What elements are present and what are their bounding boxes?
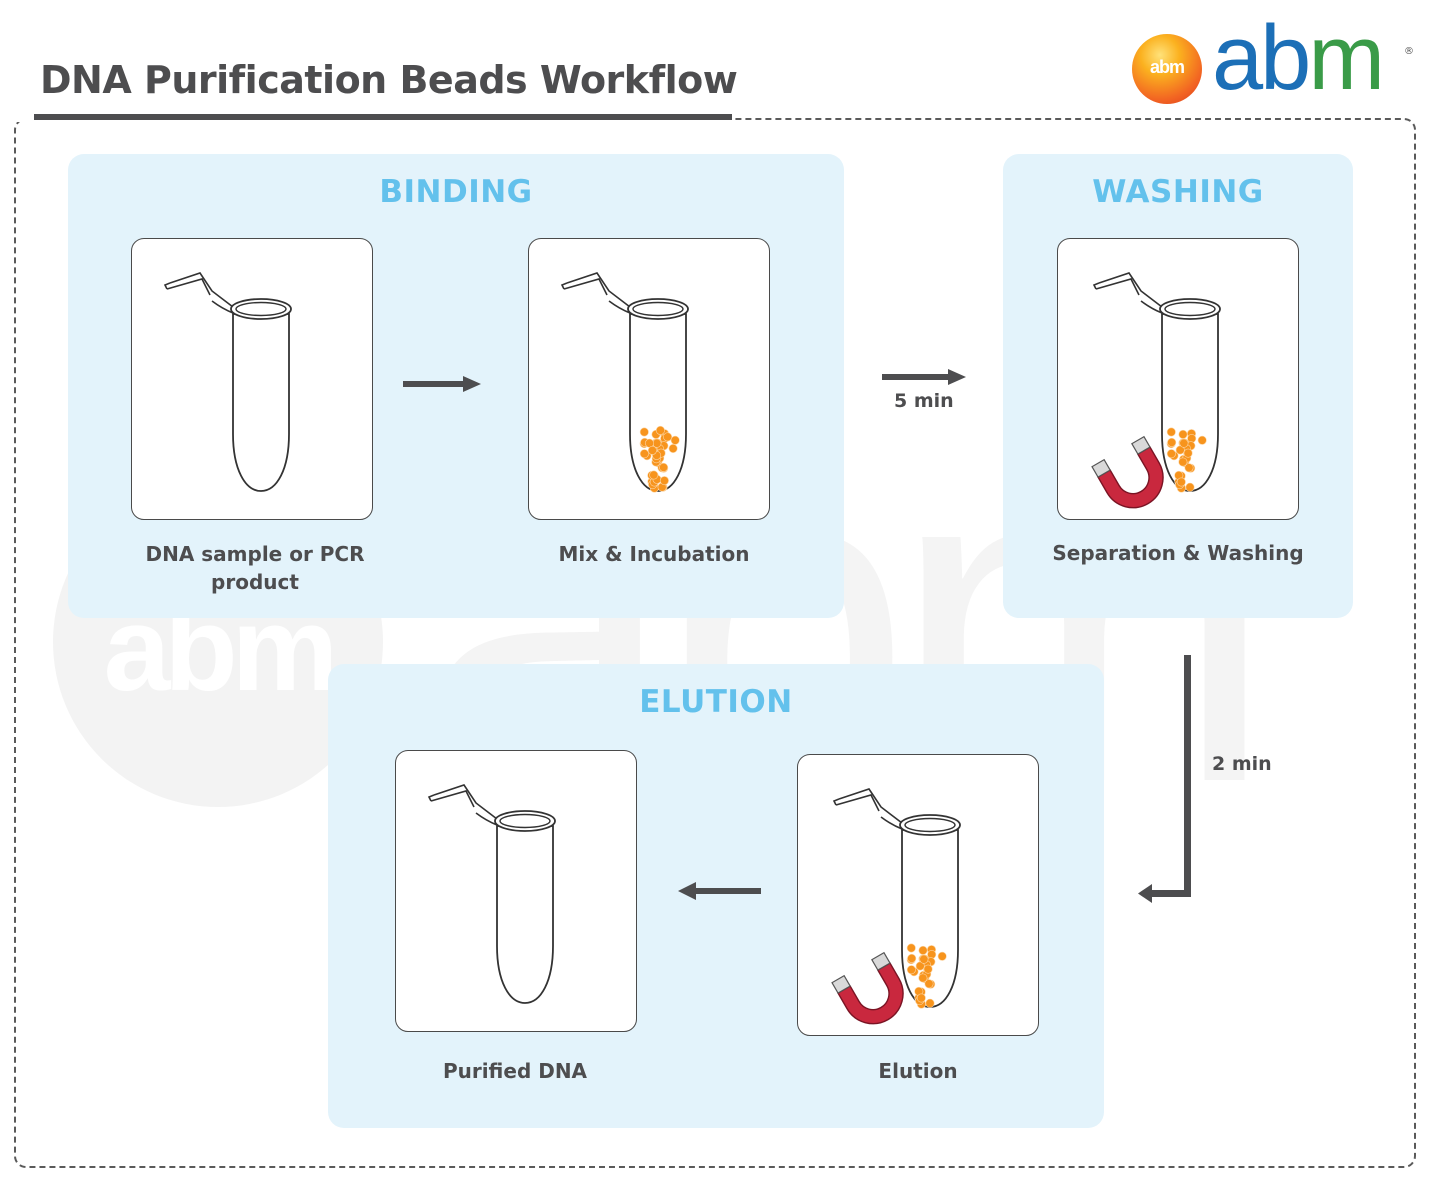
bead-icon [1178,457,1188,467]
title-underline [34,114,732,120]
time-label-5min: 5 min [894,390,954,412]
bead-icon [1167,437,1177,447]
binding-title: BINDING [379,174,533,210]
caption-elution: Elution [878,1059,958,1083]
logo-wordmark: abm [1212,7,1385,109]
tube-icon [560,272,689,493]
bead-icon [649,470,659,480]
elution-title: ELUTION [639,684,793,720]
bead-icon [907,953,917,963]
tube-icon [832,788,961,1009]
bead-icon [1185,482,1195,492]
tube-icon [1092,272,1221,493]
step-card-mix [528,238,770,520]
bead-icon [1166,427,1176,437]
step-card-sample [131,238,373,520]
bead-icon [1197,435,1207,445]
bead-icon [663,432,673,442]
bead-icon [915,961,925,971]
bead-icon [916,993,926,1003]
bead-icon [906,965,916,975]
step-card-purified [395,750,637,1032]
bead-icon [1166,449,1176,459]
page-title: DNA Purification Beads Workflow [40,58,738,102]
caption-purified: Purified DNA [442,1059,588,1083]
bead-icon [659,462,669,472]
caption-separation: Separation & Washing [1052,541,1304,565]
bead-icon [937,951,947,961]
bead-icon [923,964,933,974]
magnet-icon [831,951,904,1025]
bead-icon [1179,438,1189,448]
washing-title: WASHING [1092,174,1264,210]
step-card-separation [1057,238,1299,520]
bead-icon [668,444,678,454]
bead-icon [647,445,657,455]
bead-icon [670,435,680,445]
bead-icon [919,954,929,964]
bead-icon [1178,429,1188,439]
bead-icon [906,943,916,953]
bead-icon [659,476,669,486]
bead-icon [924,979,934,989]
bead-icon [655,425,665,435]
bead-icon [918,973,928,983]
magnet-icon [1091,435,1164,509]
abm-logo-icon: abm abm ® [1132,12,1422,110]
bead-icon [1176,477,1186,487]
logo-ball: abm [1132,34,1202,104]
tube-icon [427,784,556,1004]
caption-sample: DNA sample or PCR product [145,542,365,594]
bead-icon [639,449,649,459]
time-label-2min: 2 min [1212,753,1272,775]
step-card-elution [797,754,1039,1036]
bead-icon [918,945,928,955]
bead-icon [925,998,935,1008]
bead-icon [1183,448,1193,458]
caption-mix: Mix & Incubation [558,542,750,566]
bead-icon [1175,445,1185,455]
bead-icon [1184,463,1194,473]
tube-icon [163,272,292,492]
bead-icon [639,427,649,437]
